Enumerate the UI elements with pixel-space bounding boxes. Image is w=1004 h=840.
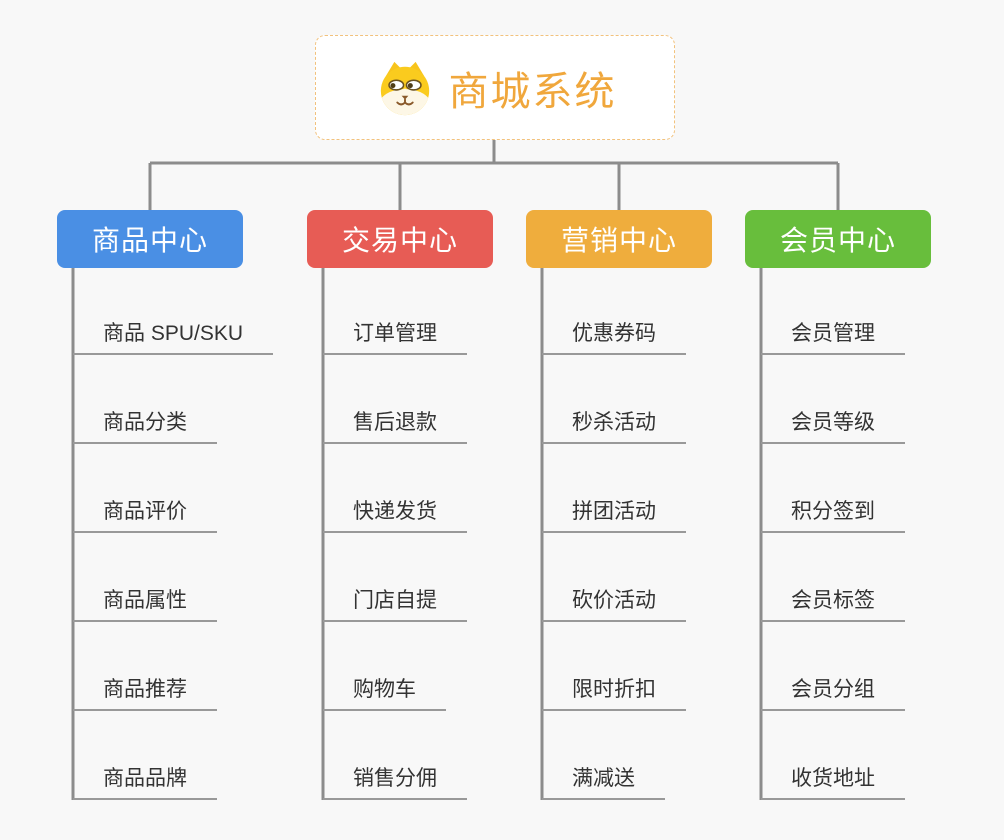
- leaf-node-product-center-1[interactable]: 商品分类: [73, 410, 217, 444]
- leaf-node-member-center-2[interactable]: 积分签到: [761, 499, 905, 533]
- root-title: 商城系统: [448, 69, 617, 114]
- leaf-node-member-center-0[interactable]: 会员管理: [761, 321, 905, 355]
- branch-node-trade-center[interactable]: 交易中心: [307, 210, 493, 268]
- leaf-node-trade-center-2[interactable]: 快递发货: [323, 499, 467, 533]
- leaf-node-marketing-center-5[interactable]: 满减送: [542, 766, 665, 800]
- leaf-node-product-center-2[interactable]: 商品评价: [73, 499, 217, 533]
- leaf-node-marketing-center-1[interactable]: 秒杀活动: [542, 410, 686, 444]
- shiba-dog-icon: [374, 59, 436, 117]
- leaf-node-product-center-3[interactable]: 商品属性: [73, 588, 217, 622]
- leaf-node-trade-center-4[interactable]: 购物车: [323, 677, 446, 711]
- leaf-node-trade-center-0[interactable]: 订单管理: [323, 321, 467, 355]
- leaf-node-trade-center-3[interactable]: 门店自提: [323, 588, 467, 622]
- leaf-node-member-center-4[interactable]: 会员分组: [761, 677, 905, 711]
- leaf-node-marketing-center-2[interactable]: 拼团活动: [542, 499, 686, 533]
- leaf-node-marketing-center-4[interactable]: 限时折扣: [542, 677, 686, 711]
- leaf-node-member-center-3[interactable]: 会员标签: [761, 588, 905, 622]
- leaf-node-member-center-1[interactable]: 会员等级: [761, 410, 905, 444]
- leaf-node-marketing-center-3[interactable]: 砍价活动: [542, 588, 686, 622]
- branch-node-marketing-center[interactable]: 营销中心: [526, 210, 712, 268]
- leaf-node-member-center-5[interactable]: 收货地址: [761, 766, 905, 800]
- leaf-node-trade-center-5[interactable]: 销售分佣: [323, 766, 467, 800]
- leaf-node-marketing-center-0[interactable]: 优惠券码: [542, 321, 686, 355]
- branch-node-product-center[interactable]: 商品中心: [57, 210, 243, 268]
- root-node[interactable]: 商城系统: [315, 35, 675, 140]
- branch-node-member-center[interactable]: 会员中心: [745, 210, 931, 268]
- leaf-node-product-center-4[interactable]: 商品推荐: [73, 677, 217, 711]
- leaf-node-product-center-0[interactable]: 商品 SPU/SKU: [73, 321, 274, 355]
- leaf-node-trade-center-1[interactable]: 售后退款: [323, 410, 467, 444]
- leaf-node-product-center-5[interactable]: 商品品牌: [73, 766, 217, 800]
